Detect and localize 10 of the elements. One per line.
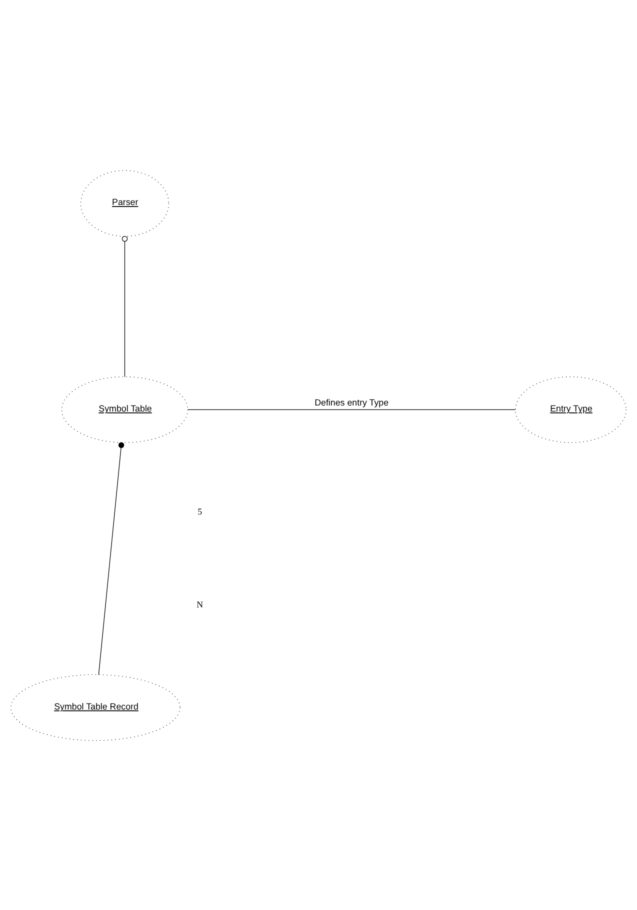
node-ellipse: Symbol Table xyxy=(61,376,188,442)
label: 5 xyxy=(198,506,202,516)
node-ellipse: Symbol Table Record xyxy=(10,674,180,740)
node-ellipse: Entry Type xyxy=(515,376,626,442)
connector xyxy=(122,235,128,377)
node-ellipse: Parser xyxy=(80,170,170,236)
label: N xyxy=(196,598,204,609)
edge-label: Defines entry Type xyxy=(314,396,389,407)
connector xyxy=(188,408,516,410)
connector xyxy=(98,442,124,675)
